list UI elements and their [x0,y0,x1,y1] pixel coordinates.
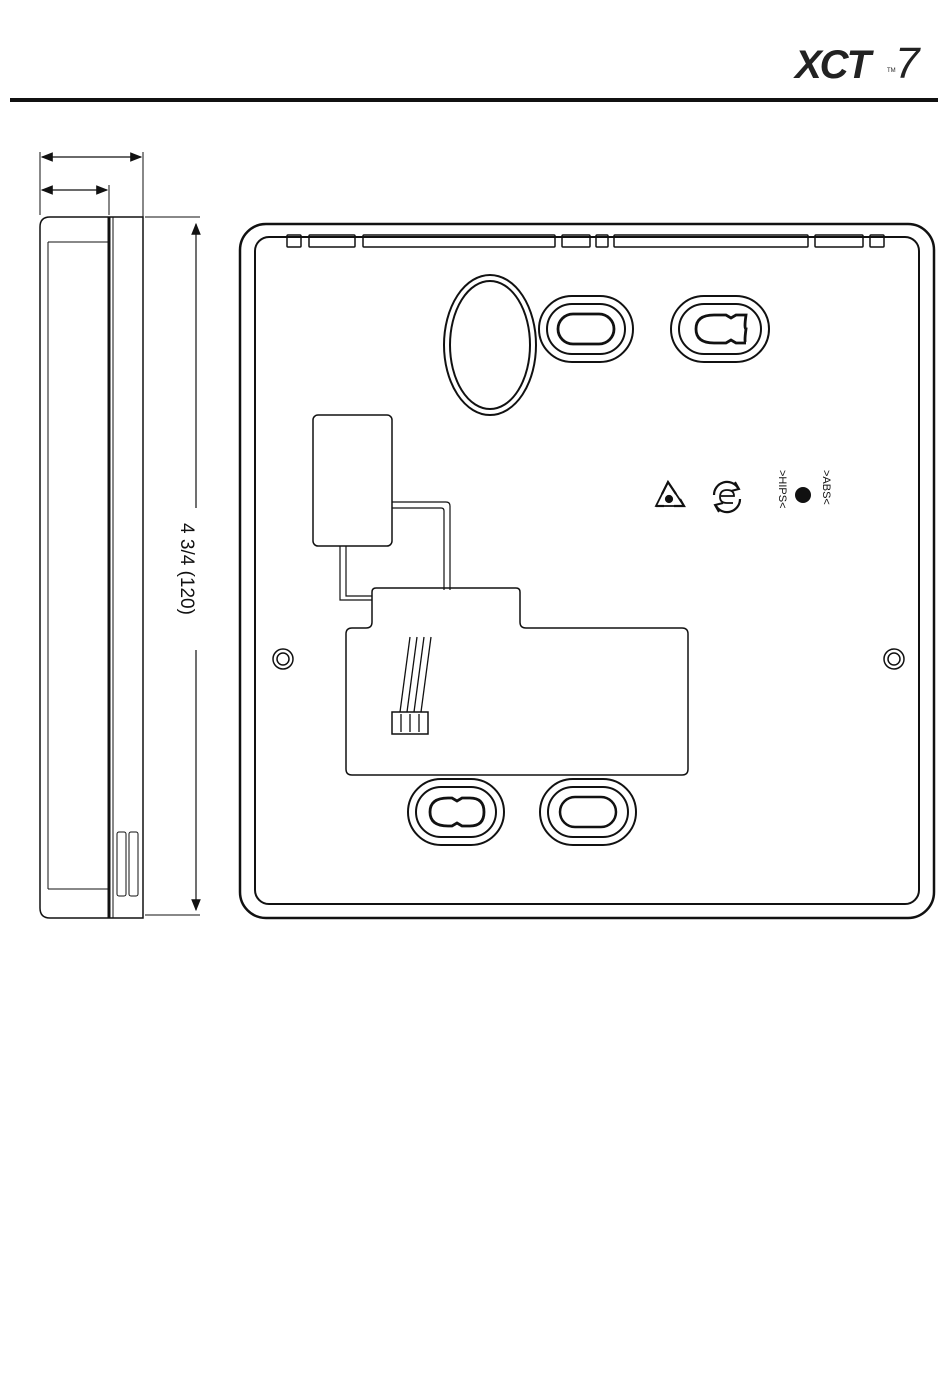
recycle-arrows-e-icon [714,482,740,512]
back-plate-outer [240,224,934,918]
material-marker-dot [795,487,811,503]
screw-hole-right [884,649,904,669]
back-plate-inner [255,237,919,904]
mounting-slot-bottom-left [408,779,504,845]
sensor-wire [392,508,444,590]
sensor-wire [346,546,372,596]
sensor-wire [340,546,372,600]
material-label-hips: >HIPS< [776,470,788,509]
wire-connector [392,637,431,734]
height-dimension-label: 4 3/4 (120) [175,509,197,629]
mounting-slot-top-right [671,296,769,362]
mounting-slot-top-left [539,296,633,362]
mounting-keyhole [444,275,536,415]
side-vent-slot [129,832,138,896]
circuit-board [346,588,688,775]
material-label-abs: >ABS< [820,470,832,505]
back-view [240,224,934,918]
side-vent-slot [117,832,126,896]
side-body-outline [40,217,143,918]
sensor-wire [392,502,450,590]
screw-hole-left [273,649,293,669]
sensor-module [313,415,392,546]
mounting-slot-bottom-right [540,779,636,845]
recycle-icon [656,482,684,506]
